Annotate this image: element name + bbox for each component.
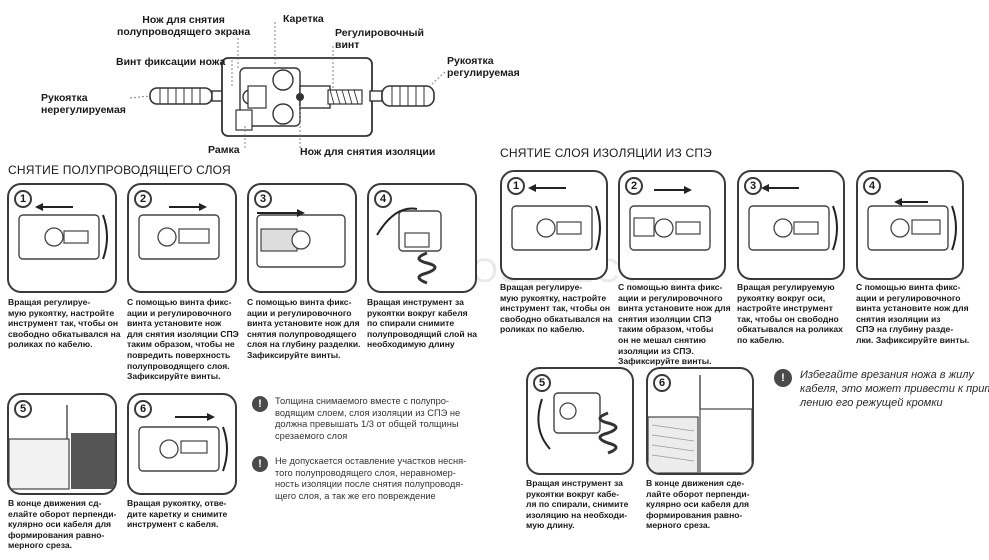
right-step-1-caption: Вращая регулируе- мую рукоятку, настройт… (500, 282, 613, 335)
frame-drawing (221, 57, 373, 137)
label-carriage: Каретка (283, 13, 324, 25)
label-knife-semiconductive: Нож для снятия полупроводящего экрана (117, 14, 251, 38)
right-step-4-caption: С помощью винта фикс- ации и регулировоч… (856, 282, 970, 345)
tool-illustration (376, 207, 442, 285)
left-step-1-panel: 1 (7, 183, 117, 293)
left-step-4-panel: 4 (367, 183, 477, 293)
step-number-badge: 5 (533, 374, 551, 392)
right-step-3-caption: Вращая регулируемую рукоятку вокруг оси,… (737, 282, 843, 345)
step-number-badge: 1 (507, 177, 525, 195)
tool-illustration (867, 198, 957, 251)
step-number-badge: 2 (134, 190, 152, 208)
step-number-badge: 3 (254, 190, 272, 208)
leader-lines (129, 22, 446, 148)
warning-icon: ! (774, 369, 792, 387)
right-step-6-panel: 6 (646, 367, 754, 475)
right-step-2-panel: 2 (618, 170, 726, 280)
cable-cut-illustration (9, 405, 115, 490)
step-number-badge: 2 (625, 177, 643, 195)
tool-illustration (511, 184, 601, 251)
step-number-badge: 4 (374, 190, 392, 208)
left-section-title: СНЯТИЕ ПОЛУПРОВОДЯЩЕГО СЛОЯ (8, 163, 231, 177)
left-step-6-caption: Вращая рукоятку, отве- дите каретку и сн… (127, 498, 228, 530)
step-number-badge: 4 (863, 177, 881, 195)
left-step-1-caption: Вращая регулируе- мую рукоятку, настройт… (8, 297, 121, 350)
left-step-4-caption: Вращая инструмент за рукоятки вокруг каб… (367, 297, 478, 350)
left-step-3-caption: С помощью винта фикс- ации и регулировоч… (247, 297, 361, 360)
label-handle-adjustable: Рукоятка регулируемая (447, 55, 520, 79)
right-step-3-panel: 3 (737, 170, 845, 280)
label-adjust-screw: Регулировочный винт (335, 27, 424, 51)
label-handle-fixed: Рукоятка нерегулируемая (41, 92, 126, 116)
label-knife-fix-screw: Винт фиксации ножа (116, 56, 226, 68)
info-icon: ! (252, 456, 268, 472)
label-knife-insulation: Нож для снятия изоляции (300, 146, 436, 158)
step-number-badge: 5 (14, 400, 32, 418)
fixed-handle-drawing (149, 87, 225, 105)
left-note-2: Не допускается оставление участков несня… (275, 456, 467, 501)
left-step-2-panel: 2 (127, 183, 237, 293)
right-step-5-caption: Вращая инструмент за рукоятки вокруг каб… (526, 478, 629, 531)
left-note-1: Толщина снимаемого вместе с полупро- вод… (275, 396, 461, 441)
left-step-3-panel: 3 (247, 183, 357, 293)
info-icon: ! (252, 396, 268, 412)
tool-illustration (629, 186, 711, 251)
left-step-6-panel: 6 (127, 393, 237, 495)
step-number-badge: 6 (134, 400, 152, 418)
step-number-badge: 3 (744, 177, 762, 195)
right-step-6-caption: В конце движения сде- лайте оборот перпе… (646, 478, 750, 531)
right-step-5-panel: 5 (526, 367, 634, 475)
step-number-badge: 6 (653, 374, 671, 392)
right-section-title: СНЯТИЕ СЛОЯ ИЗОЛЯЦИИ ИЗ СПЭ (500, 146, 712, 160)
label-frame: Рамка (208, 144, 240, 156)
tool-illustration (138, 413, 228, 472)
right-step-2-caption: С помощью винта фикс- ации и регулировоч… (618, 282, 731, 367)
cable-cut-illustration (648, 375, 752, 473)
right-step-4-panel: 4 (856, 170, 964, 280)
step-number-badge: 1 (14, 190, 32, 208)
tool-diagram (129, 22, 446, 148)
right-step-1-panel: 1 (500, 170, 608, 280)
tool-illustration (537, 392, 618, 455)
adjustable-handle-drawing (369, 85, 435, 107)
right-warning-text: Избегайте врезания ножа в жилу кабеля, э… (800, 369, 989, 409)
tool-illustration (256, 209, 346, 268)
left-step-5-caption: В конце движения сд- елайте оборот перпе… (8, 498, 117, 551)
left-step-5-panel: 5 (7, 393, 117, 495)
tool-illustration (18, 203, 108, 260)
left-step-2-caption: С помощью винта фикс- ации и регулировоч… (127, 297, 239, 382)
tool-illustration (748, 184, 838, 251)
tool-illustration (138, 203, 220, 260)
